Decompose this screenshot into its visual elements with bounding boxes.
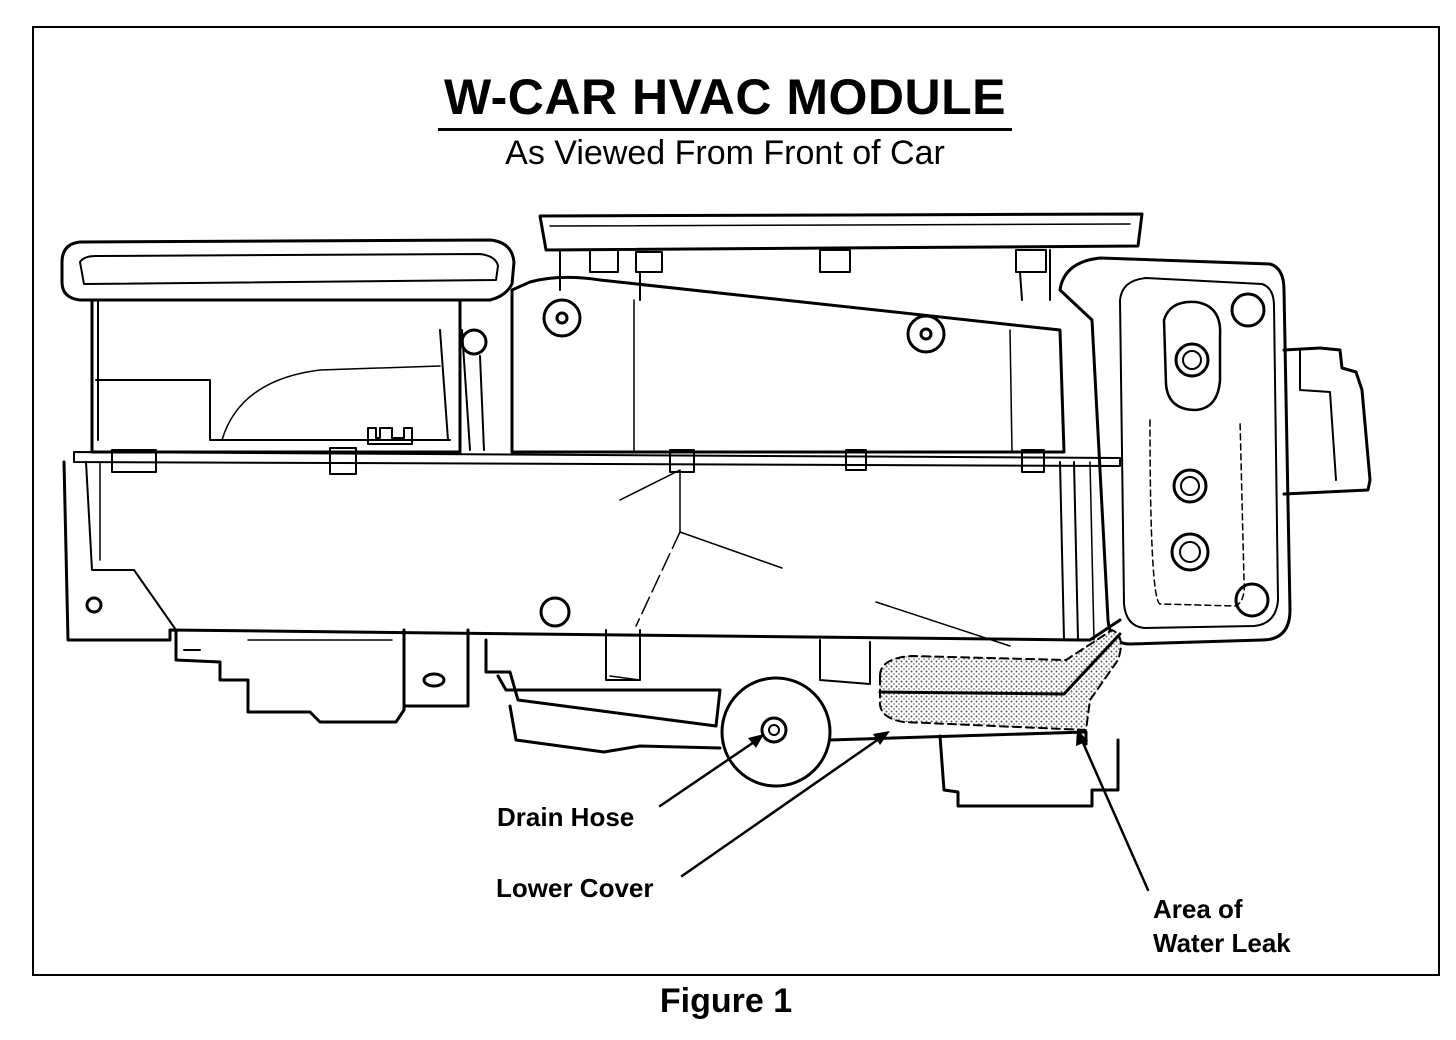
upper-case-lid [538, 212, 1144, 301]
drain-hose-leader [658, 736, 762, 808]
water-leak-label-line2: Water Leak [1153, 928, 1291, 958]
leader-lines [658, 729, 1150, 892]
water-leak-leader [1078, 734, 1150, 892]
drain-hose-label: Drain Hose [497, 802, 635, 832]
lower-cover-label: Lower Cover [496, 873, 654, 903]
heater-core-end [1058, 256, 1292, 646]
figure-caption: Figure 1 [659, 982, 793, 1020]
lower-housing [62, 427, 1122, 647]
figure-frame: W-CAR HVAC MODULE As Viewed From Front o… [32, 26, 1440, 976]
air-inlet-housing [60, 238, 516, 454]
drain-hose [720, 676, 832, 788]
diagram-title: W-CAR HVAC MODULE [34, 68, 1440, 131]
diagram-subtitle: As Viewed From Front of Car [505, 134, 945, 172]
blower-motor-block [174, 628, 470, 724]
outlet-duct [1282, 346, 1372, 496]
water-leak-label-line1: Area of [1153, 894, 1243, 924]
main-housing [510, 275, 1066, 454]
lower-cover-leader [680, 732, 888, 878]
water-leak-area [878, 629, 1122, 731]
